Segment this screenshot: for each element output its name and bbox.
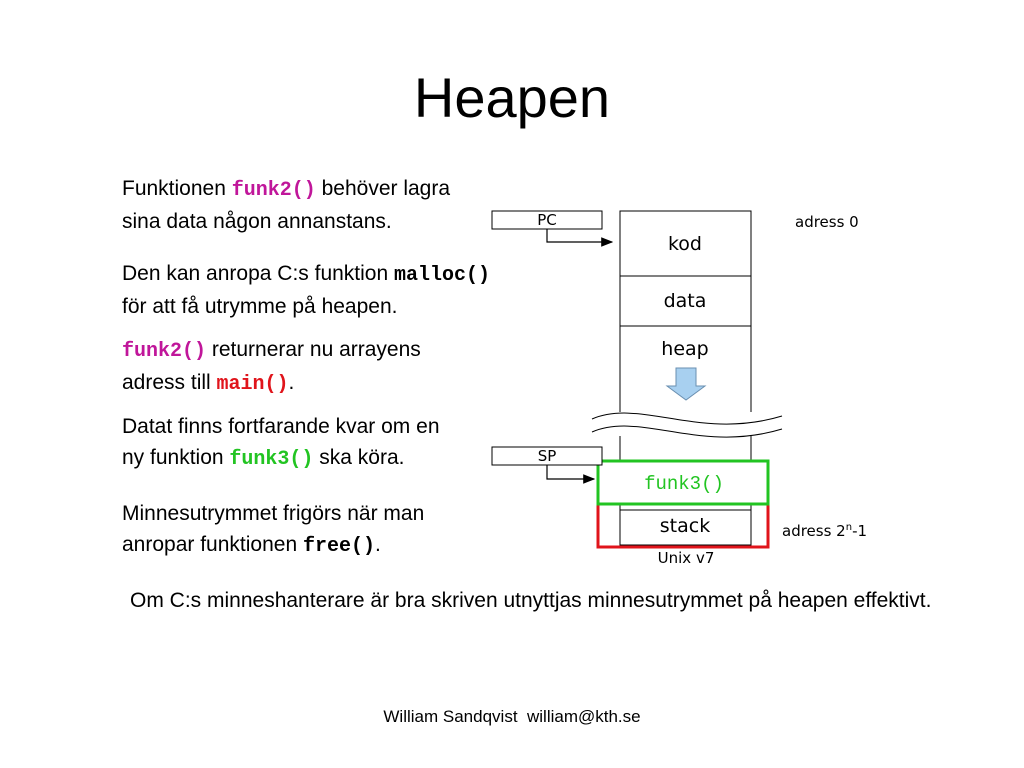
code-malloc: malloc() [394,264,491,287]
address-bottom-label: adress 2n-1 [782,522,867,540]
paragraph-2: Den kan anropa C:s funktion malloc() för… [122,258,490,322]
paragraph-3-line-2: adress till main(). [122,371,295,396]
conclusion-text: Om C:s minneshanterare är bra skriven ut… [130,589,932,612]
sp-label: SP [538,447,557,465]
paragraph-3: funk2() returnerar nu arrayens adress ti… [122,334,421,400]
paragraph-3-line-1: funk2() returnerar nu arrayens [122,338,421,363]
paragraph-2-line-1: Den kan anropa C:s funktion malloc() [122,262,491,287]
code-funk3: funk3() [229,448,314,471]
paragraph-5-line-2: anropar funktionen free(). [122,533,381,558]
slide-title: Heapen [413,66,611,129]
paragraph-2-line-2: för att få utrymme på heapen. [122,295,398,318]
footer-author: William Sandqvist william@kth.se [383,707,641,726]
sp-pointer-arrow [546,465,596,484]
funk3-label: funk3() [644,473,724,495]
segment-data-label: data [664,290,707,312]
code-main: main() [216,373,289,396]
segment-stack-label: stack [660,515,710,537]
paragraph-4-line-2: ny funktion funk3() ska köra. [122,446,405,471]
paragraph-1-line-1: Funktionen funk2() behöver lagra [122,177,451,202]
code-funk2: funk2() [231,179,316,202]
paragraph-4-line-1: Datat finns fortfarande kvar om en [122,415,440,438]
break-line-top [591,412,783,425]
pc-pointer-arrow [546,229,614,247]
pc-label: PC [537,211,557,229]
paragraph-1-line-2: sina data någon annanstans. [122,210,392,233]
paragraph-4: Datat finns fortfarande kvar om en ny fu… [122,411,440,475]
diagram-caption: Unix v7 [658,549,715,567]
break-line-bottom [591,425,783,438]
code-free: free() [302,535,375,558]
sp-register: SP [491,446,603,484]
heap-growth-arrow [665,367,707,401]
funk3-stack-frame: funk3() [596,459,770,506]
paragraph-1: Funktionen funk2() behöver lagra sina da… [122,173,450,237]
paragraph-5-line-1: Minnesutrymmet frigörs när man [122,502,425,525]
segment-heap-label: heap [661,338,708,360]
pc-register: PC [491,210,614,247]
segment-kod-label: kod [668,233,702,255]
paragraph-5: Minnesutrymmet frigörs när man anropar f… [122,498,424,562]
code-funk2: funk2() [122,340,207,363]
address-top-label: adress 0 [795,213,859,231]
